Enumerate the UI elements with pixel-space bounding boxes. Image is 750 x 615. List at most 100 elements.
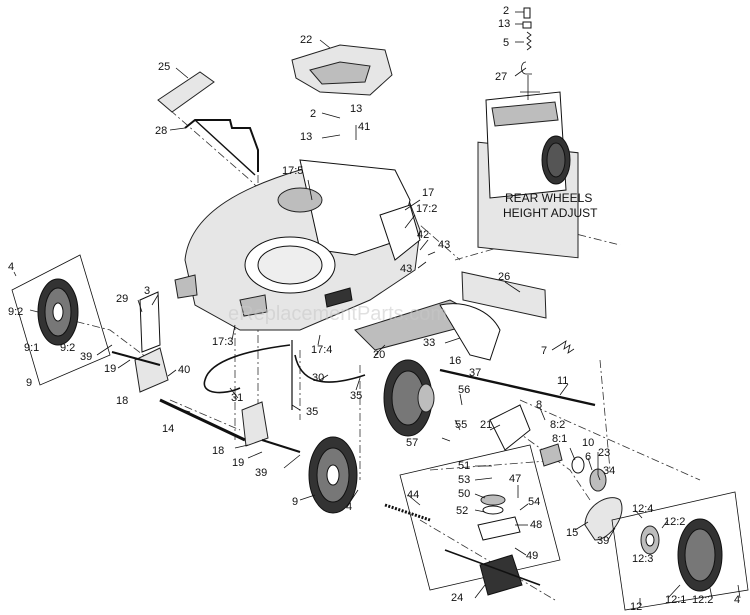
callout-2: 2 [503, 5, 509, 17]
rear-right-wheel-12 [611, 491, 749, 611]
rear-axle-11 [439, 368, 596, 407]
callout-18a: 18 [116, 395, 128, 407]
wheel-bracket-18b [241, 401, 269, 447]
callout-49: 49 [526, 550, 538, 562]
callout-31: 31 [231, 392, 243, 404]
rear-wheel-height-inset: REAR WHEELS HEIGHT ADJUST [477, 7, 598, 259]
callout-9b: 9 [292, 496, 298, 508]
callout-4a: 4 [8, 261, 14, 273]
callout-13: 13 [498, 18, 510, 30]
callout-27: 27 [495, 71, 507, 83]
callout-6: 6 [585, 451, 591, 463]
callout-12-4: 12:4 [632, 503, 653, 515]
callout-4b: 4 [346, 501, 352, 513]
callout-5: 5 [503, 37, 509, 49]
callout-51: 51 [458, 460, 470, 472]
callout-39c: 39 [597, 535, 609, 547]
drive-shaft-44 [384, 503, 431, 522]
callout-13c: 13 [300, 131, 312, 143]
cable-30 [294, 354, 366, 383]
callout-39a: 39 [80, 351, 92, 363]
callout-9-2a: 9:2 [8, 306, 23, 318]
callout-4c: 4 [734, 594, 740, 606]
rear-left-wheel [383, 359, 435, 437]
callout-12-1: 12:1 [665, 594, 686, 606]
callout-26: 26 [498, 271, 510, 283]
cable-31 [203, 344, 291, 394]
spring-7 [559, 340, 575, 354]
callout-35b: 35 [306, 406, 318, 418]
callout-37: 37 [469, 367, 481, 379]
handle-grip-25 [157, 71, 215, 113]
pivot-bracket-21 [489, 404, 531, 451]
inset-caption-line1: REAR WHEELS [505, 191, 592, 205]
callout-17-4: 17:4 [311, 344, 332, 356]
callout-21: 21 [480, 419, 492, 431]
drive-pulley-15 [584, 497, 623, 541]
leader-lines [13, 11, 741, 605]
callout-19b: 19 [232, 457, 244, 469]
callout-39b: 39 [255, 467, 267, 479]
callout-42: 42 [417, 229, 429, 241]
front-right-wheel-9 [308, 436, 358, 514]
callout-54: 54 [528, 496, 540, 508]
callout-17-5: 17:5 [282, 165, 303, 177]
callout-43a: 43 [438, 239, 450, 251]
callout-28: 28 [155, 125, 167, 137]
callout-12-3: 12:3 [632, 553, 653, 565]
handle-bar-28 [184, 119, 259, 172]
callout-12: 12 [630, 601, 642, 613]
callout-19a: 19 [104, 363, 116, 375]
callout-50: 50 [458, 488, 470, 500]
callout-2b: 2 [310, 108, 316, 120]
callout-13b: 13 [350, 103, 362, 115]
callout-40: 40 [178, 364, 190, 376]
callout-23: 23 [598, 447, 610, 459]
callout-8: 8 [536, 399, 542, 411]
callout-7: 7 [541, 345, 547, 357]
front-axle-14 [159, 398, 246, 442]
transmission-24 [479, 554, 523, 596]
callout-20: 20 [373, 349, 385, 361]
callout-43b: 43 [400, 263, 412, 275]
callout-14: 14 [162, 423, 174, 435]
inset-caption-line2: HEIGHT ADJUST [503, 206, 598, 220]
callout-30: 30 [312, 372, 324, 384]
callout-25: 25 [158, 61, 170, 73]
callout-8-2: 8:2 [550, 419, 565, 431]
callout-3: 3 [144, 285, 150, 297]
callout-48: 48 [530, 519, 542, 531]
callout-57: 57 [406, 437, 418, 449]
callout-44: 44 [407, 489, 419, 501]
front-left-wheel-9 [11, 254, 111, 386]
callout-52: 52 [456, 505, 468, 517]
assembly-guide-lines [29, 109, 701, 601]
callout-53: 53 [458, 474, 470, 486]
callout-12-2a: 12:2 [664, 516, 685, 528]
callout-22: 22 [300, 34, 312, 46]
callout-56: 56 [458, 384, 470, 396]
callout-18b: 18 [212, 445, 224, 457]
callout-47: 47 [509, 473, 521, 485]
callout-41: 41 [358, 121, 370, 133]
callout-34: 34 [603, 465, 615, 477]
callout-9a: 9 [26, 377, 32, 389]
callout-8-1: 8:1 [552, 433, 567, 445]
callout-10: 10 [582, 437, 594, 449]
callout-16: 16 [449, 355, 461, 367]
mower-deck-17 [174, 159, 421, 331]
callout-17-2: 17:2 [416, 203, 437, 215]
callout-29: 29 [116, 293, 128, 305]
callout-15: 15 [566, 527, 578, 539]
callout-12-2b: 12:2 [692, 594, 713, 606]
height-lever-29 [139, 291, 161, 353]
callout-24: 24 [451, 592, 463, 604]
callout-11: 11 [557, 375, 568, 387]
watermark: eReplacementParts.com [228, 303, 447, 325]
callout-33: 33 [423, 337, 435, 349]
callout-55: 55 [455, 419, 467, 431]
callout-17: 17 [422, 187, 434, 199]
callout-35a: 35 [350, 390, 362, 402]
